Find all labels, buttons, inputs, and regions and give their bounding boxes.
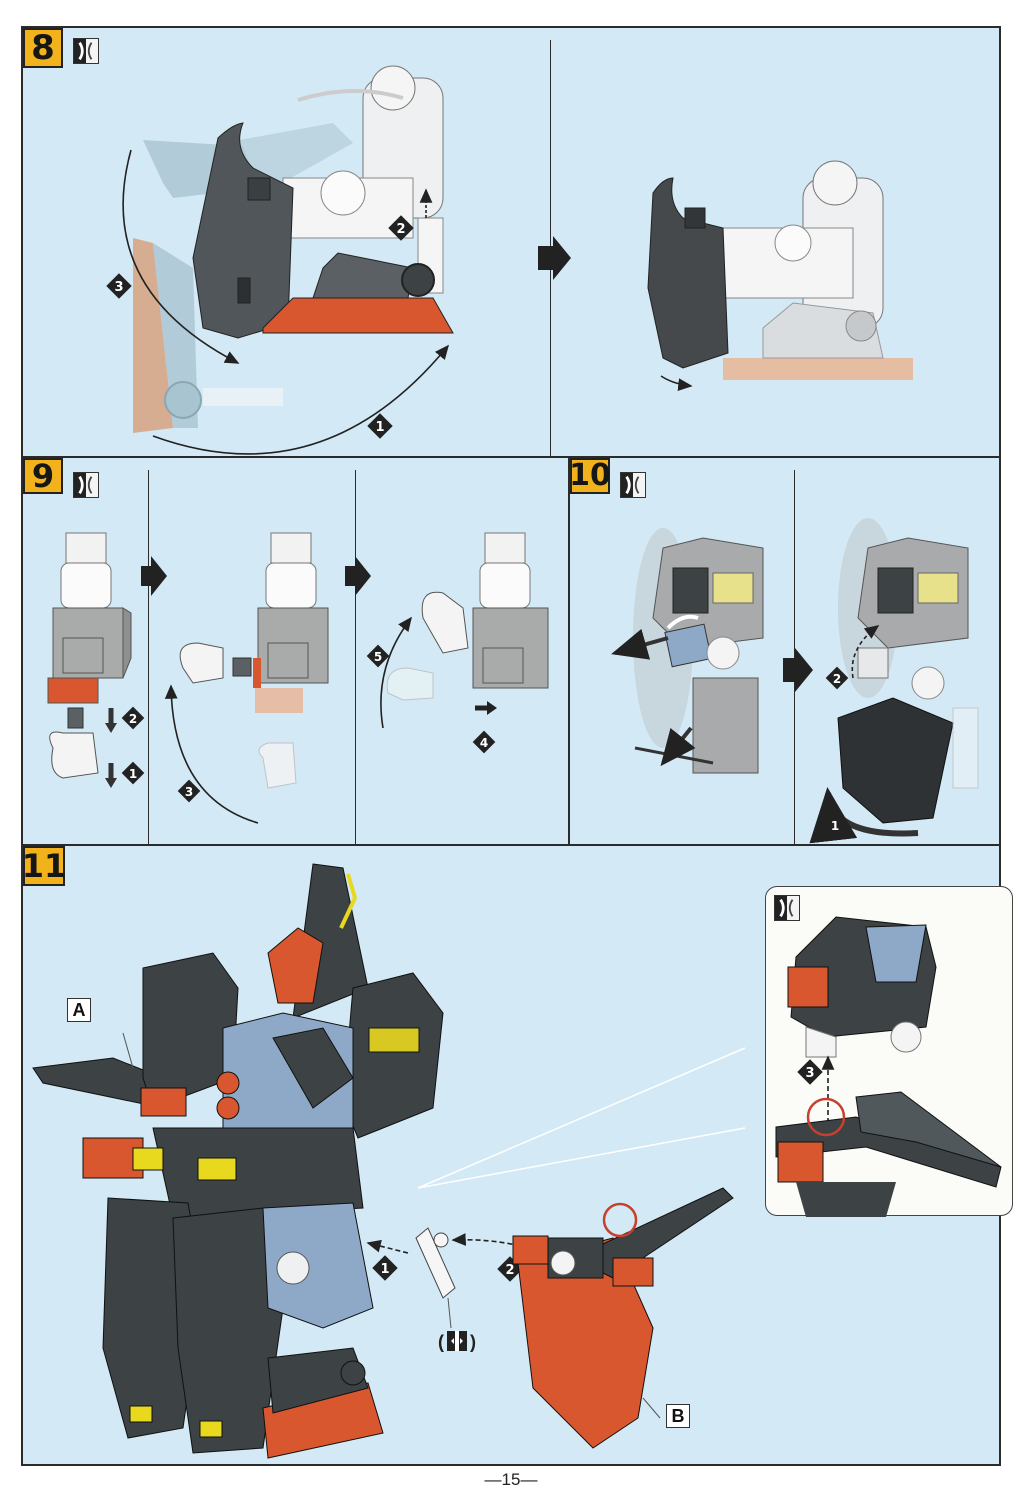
step-9-number: 9	[31, 457, 55, 495]
step-9-marker-3: 3	[177, 779, 201, 803]
step-10-marker-2: 2	[825, 666, 849, 690]
step-11-wing-part-b	[512, 1187, 734, 1449]
step-8-marker-1: 1	[367, 413, 393, 439]
divider-step9-step10	[568, 458, 570, 844]
step-11-inset-detail: 3	[765, 886, 1013, 1217]
step-11-marker-1: 1	[372, 1255, 398, 1281]
step-11-badge: 11	[21, 846, 67, 886]
step-10-diagram-before	[611, 528, 764, 774]
step-11-number: 11	[21, 847, 67, 885]
step-8-diagram-before	[122, 65, 454, 455]
part-label-b: B	[666, 1404, 690, 1428]
svg-text:4: 4	[480, 736, 488, 750]
divider-step9-sub2	[355, 470, 356, 844]
joint-paren-close: )	[470, 1332, 476, 1352]
svg-text:3: 3	[114, 280, 123, 295]
divider-step8-bottom	[23, 456, 999, 458]
step-11-marker-3: 3	[797, 1059, 823, 1085]
step-8-diagram-after	[647, 160, 913, 391]
svg-text:1: 1	[831, 819, 839, 833]
inset-art	[775, 916, 1002, 1217]
step-10-diagram-after	[809, 518, 979, 844]
step-9-next-arrow-1	[141, 556, 167, 596]
step-9-diagram-1	[47, 532, 132, 788]
step-8-marker-3: 3	[106, 273, 132, 299]
step-9-marker-4: 4	[472, 730, 496, 754]
divider-step9-bottom	[23, 844, 999, 846]
assemble-pose-icon	[774, 895, 800, 921]
step-10-next-arrow	[783, 648, 813, 692]
svg-text:1: 1	[375, 420, 384, 435]
step-9-badge: 9	[23, 458, 63, 494]
divider-step9-sub1	[148, 470, 149, 844]
joint-paren-open: (	[438, 1332, 444, 1352]
svg-text:3: 3	[805, 1066, 814, 1081]
step-8-next-arrow	[538, 236, 571, 280]
inset-marker-layer: 3	[797, 1059, 823, 1085]
svg-text:1: 1	[129, 767, 137, 781]
step-11-torso	[32, 863, 444, 1459]
illustrations: 3 2 1	[32, 65, 979, 1459]
assemble-pose-icon	[620, 472, 646, 498]
step-9-marker-2: 2	[121, 706, 145, 730]
svg-text:2: 2	[396, 222, 405, 237]
instruction-page: 8 9 10 11	[21, 26, 1013, 1466]
svg-text:5: 5	[374, 650, 382, 664]
svg-text:1: 1	[380, 1262, 389, 1277]
step-9-next-arrow-2	[345, 556, 371, 596]
step-8-marker-2: 2	[388, 215, 414, 241]
svg-text:3: 3	[185, 785, 193, 799]
svg-text:2: 2	[129, 712, 137, 726]
divider-step10-sub	[794, 470, 795, 844]
step-9-diagram-3	[380, 532, 549, 729]
step-8-number: 8	[31, 28, 55, 68]
svg-text:2: 2	[505, 1263, 514, 1278]
page-number: —15—	[484, 1470, 538, 1489]
svg-text:2: 2	[833, 672, 841, 686]
assemble-pose-icon	[73, 38, 99, 64]
assemble-pose-icon	[73, 472, 99, 498]
step-10-number: 10	[569, 458, 611, 493]
step-9-marker-1: 1	[121, 761, 145, 785]
step-10-badge: 10	[569, 458, 611, 494]
step-9-diagram-2	[164, 532, 329, 824]
step-9-marker-5: 5	[366, 644, 390, 668]
step-8-badge: 8	[23, 28, 63, 68]
part-label-a: A	[67, 998, 91, 1022]
